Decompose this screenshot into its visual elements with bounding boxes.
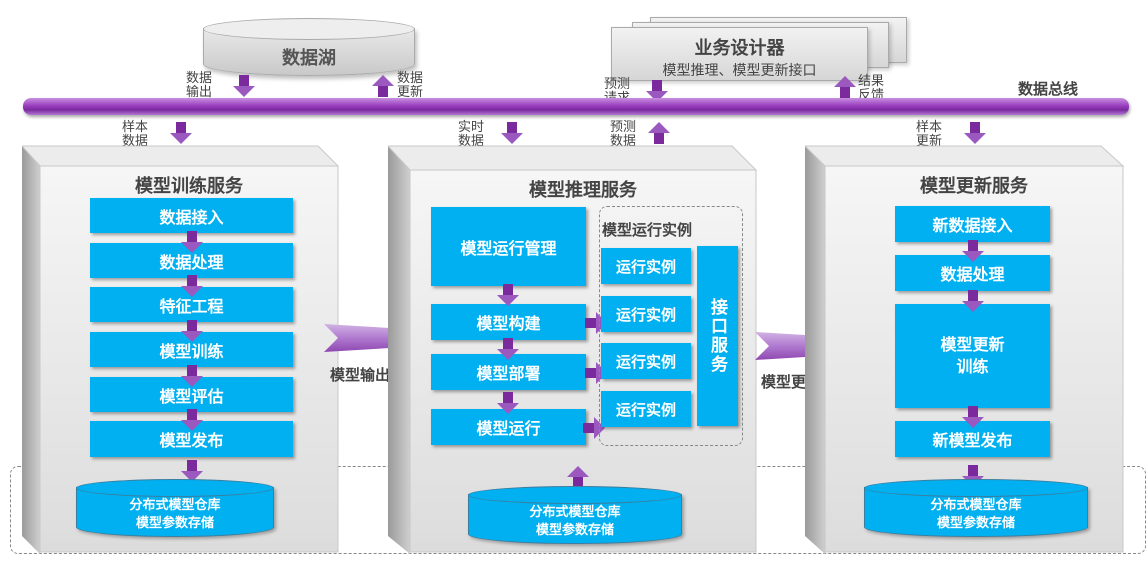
model-storage-training: 分布式模型仓库 模型参数存储 <box>76 479 274 537</box>
label-line: 预测 <box>610 120 637 135</box>
down-arrow-icon <box>962 290 984 312</box>
label-line: 输出 <box>186 85 213 100</box>
model-instances-group <box>599 206 743 446</box>
down-arrow-icon <box>962 240 984 262</box>
label-line: 数据 <box>186 71 213 86</box>
run-instance[interactable]: 运行实例 <box>601 343 691 379</box>
up-arrow-icon <box>372 75 394 97</box>
label-line: 结果 <box>858 74 885 89</box>
sample-update-label: 样本 更新 <box>916 121 942 149</box>
data-output-label: 数据 输出 <box>186 72 212 100</box>
inference-service-title: 模型推理服务 <box>529 180 637 201</box>
down-arrow-icon <box>646 80 668 102</box>
storage-label: 分布式模型仓库 模型参数存储 <box>76 497 274 533</box>
down-arrow-icon <box>170 122 192 144</box>
run-instance[interactable]: 运行实例 <box>601 248 691 284</box>
down-arrow-icon <box>181 365 203 387</box>
update-step[interactable]: 模型更新 训练 <box>895 304 1050 408</box>
label-line: 样本 <box>122 120 149 135</box>
designer-sheet-front[interactable]: 业务设计器 模型推理、模型更新接口 <box>611 27 868 81</box>
up-arrow-icon <box>648 122 670 144</box>
update-service-title: 模型更新服务 <box>920 176 1028 197</box>
interface-service[interactable]: 接口服务 <box>697 246 738 426</box>
label-line: 预测 <box>604 77 631 92</box>
down-arrow-icon <box>501 122 523 144</box>
model-storage-update: 分布式模型仓库 模型参数存储 <box>864 479 1088 537</box>
inference-step[interactable]: 模型运行 <box>431 409 586 445</box>
up-arrow-icon <box>834 76 856 98</box>
label-line: 更新 <box>397 85 424 100</box>
storage-label: 分布式模型仓库 模型参数存储 <box>468 504 682 540</box>
down-arrow-icon <box>962 406 984 428</box>
model-output-label: 模型输出 <box>330 366 391 384</box>
down-arrow-icon <box>181 275 203 297</box>
data-bus <box>23 98 1129 115</box>
label-line: 数据 <box>610 134 637 149</box>
run-instance[interactable]: 运行实例 <box>601 391 691 427</box>
run-instance[interactable]: 运行实例 <box>601 296 691 332</box>
down-arrow-icon <box>497 338 519 360</box>
storage-top <box>468 486 682 504</box>
realtime-data-label: 实时 数据 <box>458 121 484 149</box>
storage-label: 分布式模型仓库 模型参数存储 <box>864 497 1088 533</box>
label-line: 数据 <box>397 71 424 86</box>
down-arrow-icon <box>181 409 203 431</box>
down-arrow-icon <box>497 284 519 306</box>
label-line: 样本 <box>916 120 943 135</box>
storage-line2: 模型参数存储 <box>936 516 1015 531</box>
update-step[interactable]: 新数据接入 <box>895 206 1050 242</box>
training-step[interactable]: 数据接入 <box>90 198 293 233</box>
data-bus-title: 数据总线 <box>1018 80 1079 98</box>
inference-step[interactable]: 模型构建 <box>431 304 586 340</box>
label-line: 数据 <box>122 134 149 149</box>
down-arrow-icon <box>497 392 519 414</box>
designer-subtitle: 模型推理、模型更新接口 <box>662 63 817 79</box>
training-service-title: 模型训练服务 <box>135 176 243 197</box>
storage-line1: 分布式模型仓库 <box>129 498 221 513</box>
designer-title: 业务设计器 <box>694 38 785 59</box>
data-lake: 数据湖 <box>203 18 415 76</box>
storage-line2: 模型参数存储 <box>135 516 214 531</box>
storage-line1: 分布式模型仓库 <box>529 505 621 520</box>
storage-body <box>468 494 682 544</box>
storage-line1: 分布式模型仓库 <box>930 498 1022 513</box>
down-arrow-icon <box>233 75 255 97</box>
storage-top <box>864 479 1088 497</box>
inference-step[interactable]: 模型部署 <box>431 354 586 390</box>
data-lake-top <box>203 18 415 40</box>
model-storage-inference: 分布式模型仓库 模型参数存储 <box>468 486 682 544</box>
down-arrow-icon <box>181 460 203 482</box>
down-arrow-icon <box>964 122 986 144</box>
down-arrow-icon <box>181 320 203 342</box>
label-line: 数据 <box>458 134 485 149</box>
label-line: 实时 <box>458 120 485 135</box>
label-line: 更新 <box>916 134 943 149</box>
up-arrow-icon <box>567 466 589 488</box>
storage-top <box>76 479 274 497</box>
data-lake-title: 数据湖 <box>282 48 336 69</box>
model-instances-title: 模型运行实例 <box>602 221 693 239</box>
storage-line2: 模型参数存储 <box>535 523 614 538</box>
sample-data-label: 样本 数据 <box>122 121 148 149</box>
data-update-label: 数据 更新 <box>397 72 423 100</box>
down-arrow-icon <box>181 231 203 253</box>
model-run-manager[interactable]: 模型运行管理 <box>431 207 586 286</box>
predict-data-label: 预测 数据 <box>610 121 636 149</box>
training-step[interactable]: 特征工程 <box>90 287 293 322</box>
